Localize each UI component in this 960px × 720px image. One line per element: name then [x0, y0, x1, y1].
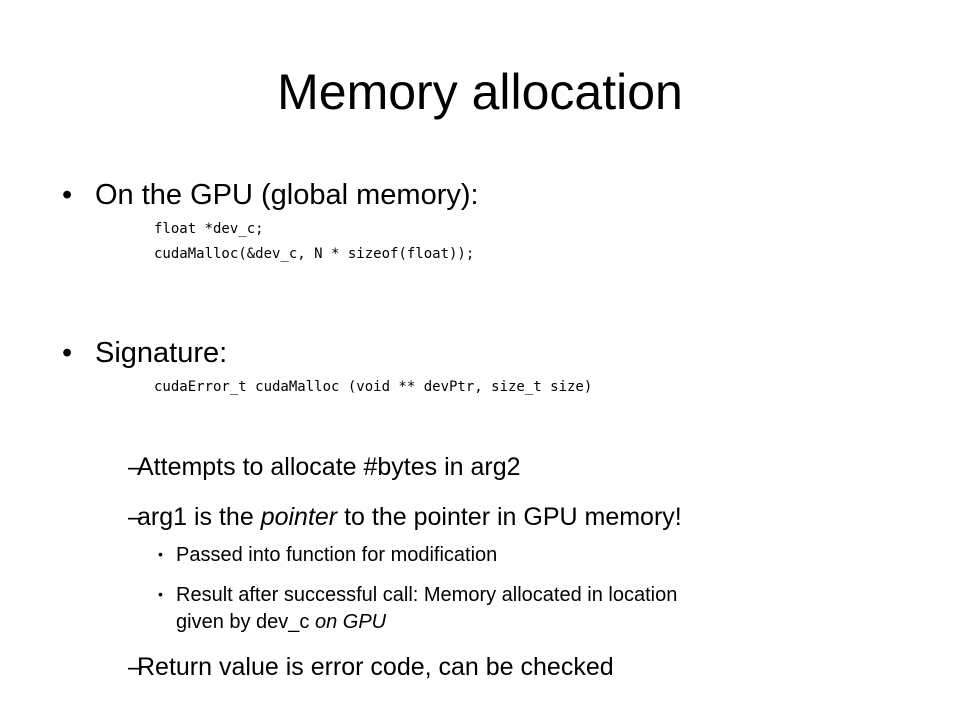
bullet-signature: Signature: [95, 337, 228, 369]
bullet-dot-small: • [158, 586, 163, 602]
bullet-dot: • [62, 337, 73, 369]
dash-marker: – [128, 503, 142, 531]
arg1-text-em: pointer [260, 503, 338, 531]
arg1-text-pre: arg1 is the [137, 503, 261, 531]
bullet-dot: • [62, 179, 73, 211]
sub-sub-bullet-result-line1: Result after successful call: Memory all… [176, 584, 678, 606]
sub-bullet-arg1: arg1 is the pointer to the pointer in GP… [137, 502, 682, 532]
code-line-signature: cudaError_t cudaMalloc (void ** devPtr, … [154, 379, 593, 395]
sub-sub-bullet-result-line2: given by dev_c on GPU [176, 610, 386, 634]
slide-title: Memory allocation [277, 64, 683, 120]
sub-sub-bullet-passed: Passed into function for modification [176, 544, 498, 566]
dash-marker: – [128, 653, 142, 681]
dash-marker: – [128, 453, 142, 481]
code-line-cudamalloc: cudaMalloc(&dev_c, N * sizeof(float)); [154, 246, 475, 262]
result-line2-em: on GPU [314, 611, 387, 633]
bullet-dot-small: • [158, 546, 163, 562]
bullet-gpu-global-memory: On the GPU (global memory): [95, 179, 479, 211]
code-line-declare: float *dev_c; [154, 221, 264, 237]
result-line2-pre: given by dev_c [176, 611, 315, 633]
arg1-text-post: to the pointer in GPU memory! [337, 503, 682, 531]
sub-bullet-allocate: Attempts to allocate #bytes in arg2 [137, 453, 521, 481]
sub-bullet-return-value: Return value is error code, can be check… [137, 653, 614, 681]
